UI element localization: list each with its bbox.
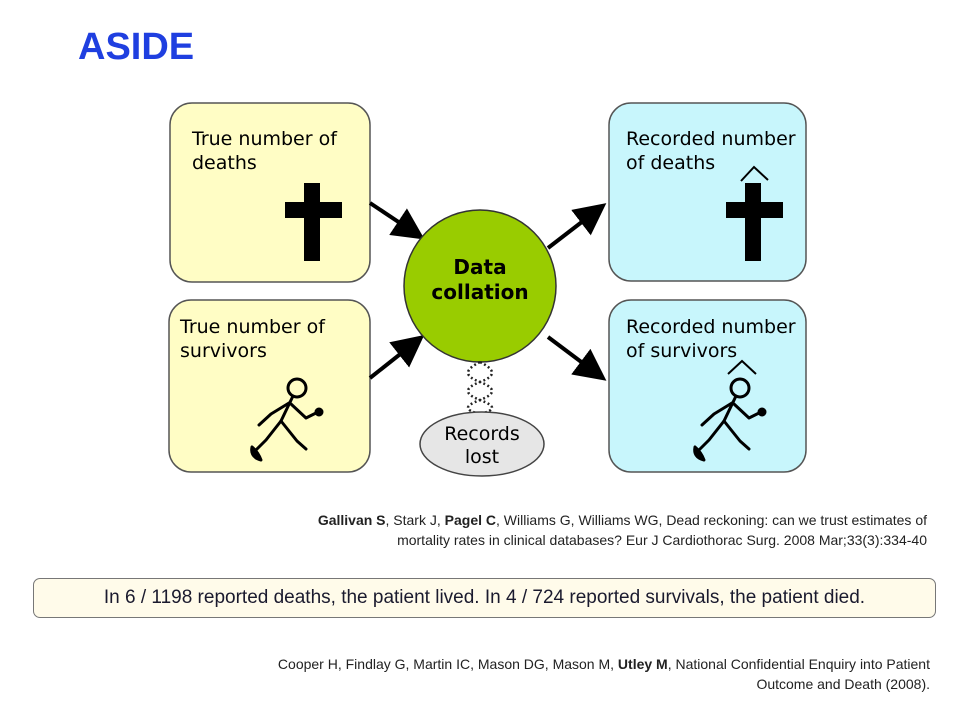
records-lost-line1: Records — [444, 423, 520, 445]
arrow-deaths-in — [368, 201, 425, 240]
true-survivors-line2: survivors — [180, 340, 267, 362]
true-survivors-line1: True number of — [179, 316, 326, 338]
true-survivors-box: True number of survivors — [168, 299, 371, 473]
arrow-deaths-out — [546, 203, 607, 250]
author-utley: Utley M — [617, 656, 668, 672]
recorded-survivors-line1: Recorded number — [626, 316, 796, 338]
true-deaths-box: True number of deaths — [169, 102, 371, 283]
cross-icon — [726, 183, 783, 261]
author-text: , Williams G, Williams WG, Dead reckonin… — [496, 512, 927, 528]
slide-title: ASIDE — [78, 26, 195, 68]
reference-gallivan-line1: Gallivan S, Stark J, Pagel C, Williams G… — [200, 510, 927, 530]
reference-cooper-line1: Cooper H, Findlay G, Martin IC, Mason DG… — [150, 654, 930, 674]
author-text: , National Confidential Enquiry into Pat… — [667, 656, 930, 672]
recorded-survivors-line2: of survivors — [626, 340, 737, 362]
data-collation-node: Data collation — [403, 209, 557, 363]
recorded-deaths-line2: of deaths — [626, 152, 715, 174]
arrow-survivors-out — [546, 335, 607, 381]
arrow-survivors-in — [368, 335, 425, 380]
author-pagel: Pagel C — [444, 512, 496, 528]
hat-icon — [727, 359, 757, 375]
hat-icon — [740, 165, 769, 182]
true-deaths-line2: deaths — [192, 152, 257, 174]
records-lost-node: Records lost — [419, 411, 545, 477]
stick-figure-icon — [250, 377, 324, 462]
reference-cooper-line2: Outcome and Death (2008). — [756, 676, 930, 692]
reference-cooper: Cooper H, Findlay G, Martin IC, Mason DG… — [150, 654, 930, 694]
records-lost-line2: lost — [465, 446, 499, 468]
recorded-deaths-line1: Recorded number — [626, 128, 796, 150]
highlight-box: In 6 / 1198 reported deaths, the patient… — [33, 578, 936, 618]
data-collation-line1: Data — [453, 255, 506, 279]
cross-icon — [285, 183, 342, 261]
recorded-survivors-box: Recorded number of survivors — [608, 299, 807, 473]
recorded-deaths-box: Recorded number of deaths — [608, 102, 807, 282]
true-deaths-line1: True number of — [191, 128, 338, 150]
highlight-text: In 6 / 1198 reported deaths, the patient… — [103, 587, 866, 608]
arrows — [368, 201, 607, 381]
stick-figure-icon — [693, 377, 767, 462]
leak-helix — [466, 360, 494, 416]
reference-gallivan-line2: mortality rates in clinical databases? E… — [397, 532, 927, 548]
reference-gallivan: Gallivan S, Stark J, Pagel C, Williams G… — [200, 510, 927, 550]
data-collation-line2: collation — [431, 280, 528, 304]
author-text: , Stark J, — [385, 512, 445, 528]
author-gallivan: Gallivan S — [317, 512, 386, 528]
author-text: Cooper H, Findlay G, Martin IC, Mason DG… — [277, 656, 618, 672]
